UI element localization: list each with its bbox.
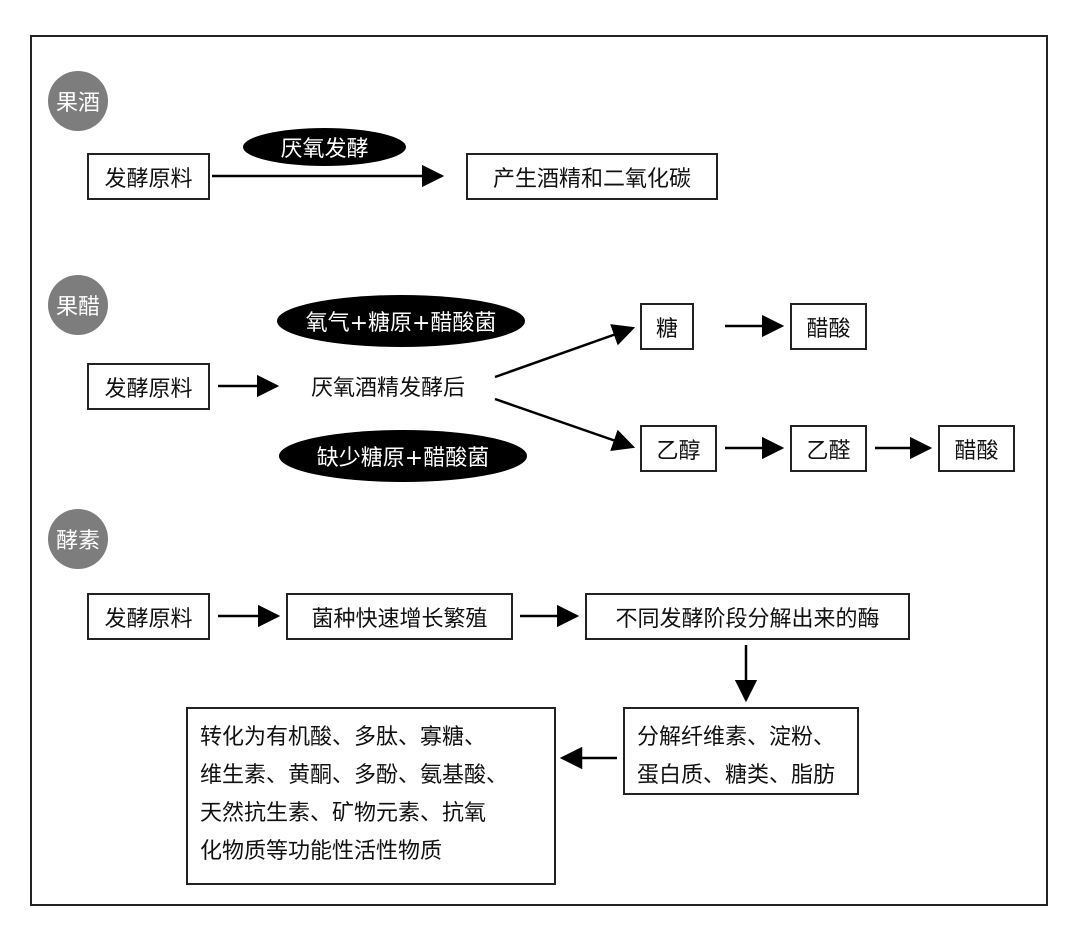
- lower-path-ethanol-box: 乙醇: [640, 425, 717, 472]
- vinegar-middle-label: 厌氧酒精发酵后: [310, 376, 465, 401]
- enzyme-step2-box: 菌种快速增长繁殖: [286, 593, 513, 640]
- decompose-line-1: 分解纤维素、淀粉、: [637, 725, 836, 750]
- condition-anaerobic-ellipse: 厌氧发酵: [243, 128, 406, 166]
- decompose-line-2: 蛋白质、糖类、脂肪: [637, 763, 836, 788]
- convert-line-2: 维生素、黄酮、多酚、氨基酸、: [200, 763, 509, 788]
- condition-oxygen-sugar-ellipse: 氧气+糖原+醋酸菌: [277, 295, 525, 347]
- lower-path-acetic-box: 醋酸: [938, 425, 1015, 472]
- lower-path-acetaldehyde-box: 乙醛: [790, 425, 867, 472]
- enzyme-step3-box: 不同发酵阶段分解出来的酶: [585, 593, 910, 640]
- wine-result-box: 产生酒精和二氧化碳: [466, 153, 718, 200]
- convert-line-1: 转化为有机酸、多肽、寡糖、: [200, 725, 487, 750]
- section-badge-enzyme: 酵素: [48, 509, 108, 569]
- condition-lack-sugar-ellipse: 缺少糖原+醋酸菌: [279, 430, 527, 482]
- convert-box: 转化为有机酸、多肽、寡糖、 维生素、黄酮、多酚、氨基酸、 天然抗生素、矿物元素、…: [186, 707, 556, 885]
- vinegar-source-box: 发酵原料: [87, 363, 210, 410]
- upper-path-sugar-box: 糖: [640, 303, 694, 350]
- convert-line-4: 化物质等功能性活性物质: [200, 839, 443, 864]
- section-badge-vinegar: 果醋: [48, 275, 108, 335]
- convert-line-3: 天然抗生素、矿物元素、抗氧: [200, 801, 487, 826]
- decompose-box: 分解纤维素、淀粉、 蛋白质、糖类、脂肪: [623, 707, 859, 795]
- section-badge-wine: 果酒: [48, 71, 108, 131]
- upper-path-acetic-box: 醋酸: [790, 303, 867, 350]
- wine-source-box: 发酵原料: [87, 153, 210, 200]
- enzyme-source-box: 发酵原料: [87, 593, 210, 640]
